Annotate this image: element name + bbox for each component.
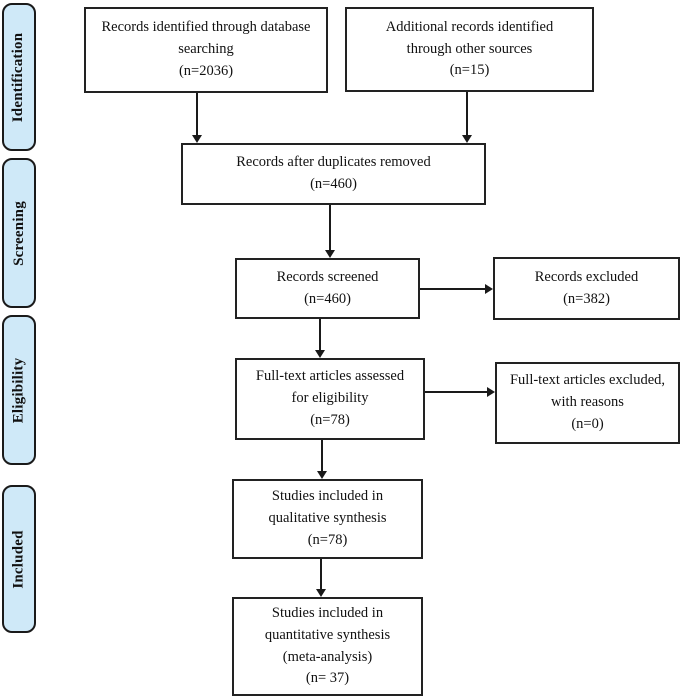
duplicates-removed-box: Records after duplicates removed (n=460) — [181, 143, 486, 205]
arrow-screened-to-fulltext — [315, 319, 325, 358]
records-screened-box: Records screened (n=460) — [235, 258, 420, 319]
quantitative-synthesis-text: Studies included in quantitative synthes… — [264, 605, 391, 687]
quantitative-synthesis-box: Studies included in quantitative synthes… — [232, 597, 423, 696]
arrow-fulltext-to-qualitative — [317, 440, 327, 479]
records-excluded-text: Records excluded (n=382) — [534, 268, 639, 307]
arrow-other-sources-to-duplicates — [462, 92, 472, 143]
arrow-fulltext-to-fulltext-excluded — [425, 387, 495, 397]
arrow-screened-to-excluded — [420, 284, 493, 294]
arrow-duplicates-to-screened — [325, 205, 335, 258]
additional-records-box: Additional records identified through ot… — [345, 7, 594, 92]
stage-eligibility-label: Eligibility — [10, 357, 27, 423]
records-screened-text: Records screened (n=460) — [276, 268, 379, 307]
records-identified-database-box: Records identified through database sear… — [84, 7, 328, 93]
stage-identification: Identification — [2, 3, 36, 151]
fulltext-assessed-box: Full-text articles assessed for eligibil… — [235, 358, 425, 440]
stage-included-label: Included — [10, 529, 27, 589]
arrow-qualitative-to-quantitative — [316, 559, 326, 597]
stage-eligibility: Eligibility — [2, 315, 36, 465]
additional-records-text: Additional records identified through ot… — [385, 18, 554, 79]
stage-included: Included — [2, 485, 36, 633]
fulltext-assessed-text: Full-text articles assessed for eligibil… — [255, 368, 405, 428]
duplicates-removed-text: Records after duplicates removed (n=460) — [236, 154, 431, 192]
stage-identification-label: Identification — [10, 32, 27, 122]
stage-screening-label: Screening — [10, 200, 27, 266]
fulltext-excluded-text: Full-text articles excluded, with reason… — [509, 372, 666, 432]
arrow-database-to-duplicates — [192, 93, 202, 143]
fulltext-excluded-box: Full-text articles excluded, with reason… — [495, 362, 680, 444]
stage-screening: Screening — [2, 158, 36, 308]
qualitative-synthesis-box: Studies included in qualitative synthesi… — [232, 479, 423, 559]
qualitative-synthesis-text: Studies included in qualitative synthesi… — [268, 488, 387, 548]
records-identified-database-text: Records identified through database sear… — [101, 19, 311, 79]
records-excluded-box: Records excluded (n=382) — [493, 257, 680, 320]
